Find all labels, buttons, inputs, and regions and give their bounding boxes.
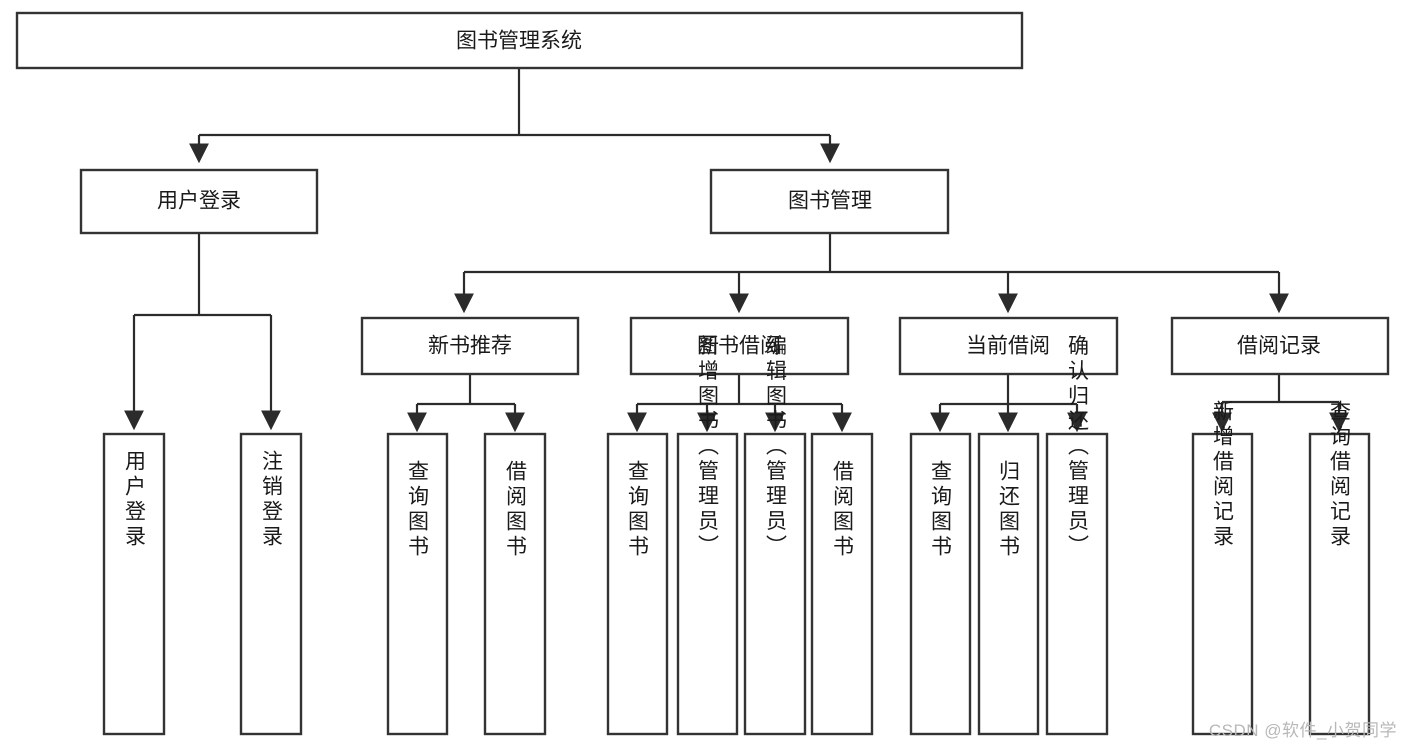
leaf-add-record[interactable]: 新增借阅记录: [1191, 400, 1254, 736]
leaf-query-book-3-label: 查询图书: [929, 460, 953, 560]
node-borrow-record[interactable]: 借阅记录: [1170, 316, 1390, 376]
leaf-query-book-3[interactable]: 查询图书: [909, 432, 972, 736]
leaf-return-book-label: 归还图书: [997, 460, 1021, 560]
leaf-user-logout-label: 注销登录: [260, 450, 284, 550]
node-root-box[interactable]: [15, 11, 1024, 70]
node-new-book-recommend-label: 新书推荐: [428, 335, 512, 358]
node-root-label: 图书管理系统: [456, 30, 582, 53]
node-user-login-label: 用户登录: [157, 190, 241, 213]
leaf-user-login-box[interactable]: [102, 432, 166, 736]
leaf-borrow-book-1-box[interactable]: [483, 432, 547, 736]
node-book-borrow-label: 图书借阅: [697, 335, 781, 358]
leaf-query-book-2[interactable]: 查询图书: [606, 432, 669, 736]
leaf-query-record-label: 查询借阅记录: [1328, 400, 1352, 550]
node-user-login[interactable]: 用户登录: [79, 168, 319, 235]
node-new-book-recommend-box[interactable]: [360, 316, 580, 376]
node-borrow-record-box[interactable]: [1170, 316, 1390, 376]
leaf-add-book-label: 新增图书（管理员）: [696, 335, 720, 560]
leaf-borrow-book-2-label: 借阅图书: [831, 460, 855, 560]
leaf-user-logout-box[interactable]: [239, 432, 303, 736]
leaf-borrow-book-2[interactable]: 借阅图书: [810, 432, 874, 736]
leaf-add-record-box[interactable]: [1191, 432, 1254, 736]
node-book-manage-box[interactable]: [709, 168, 950, 235]
leaf-edit-book[interactable]: 编辑图书（管理员）: [743, 335, 807, 736]
node-new-book-recommend[interactable]: 新书推荐: [360, 316, 580, 376]
edges-layer: [124, 68, 1349, 433]
node-current-borrow-label: 当前借阅: [966, 335, 1050, 358]
leaf-borrow-book-1-label: 借阅图书: [504, 460, 528, 560]
leaf-query-book-1-box[interactable]: [386, 432, 449, 736]
leaf-query-book-2-label: 查询图书: [626, 460, 650, 560]
node-borrow-record-label: 借阅记录: [1237, 335, 1321, 358]
leaf-return-book[interactable]: 归还图书: [977, 432, 1040, 736]
leaf-edit-book-box[interactable]: [743, 432, 807, 736]
leaf-query-record-box[interactable]: [1308, 432, 1371, 736]
leaf-confirm-return-box[interactable]: [1045, 432, 1109, 736]
leaf-borrow-book-2-box[interactable]: [810, 432, 874, 736]
node-book-borrow[interactable]: 图书借阅: [629, 316, 850, 376]
node-book-manage[interactable]: 图书管理: [709, 168, 950, 235]
leaf-confirm-return-label: 确认归还（管理员）: [1066, 335, 1090, 560]
node-current-borrow-box[interactable]: [898, 316, 1119, 376]
leaf-user-login[interactable]: 用户登录: [102, 432, 166, 736]
node-book-borrow-box[interactable]: [629, 316, 850, 376]
leaf-add-book[interactable]: 新增图书（管理员）: [676, 335, 739, 736]
leaf-query-book-1[interactable]: 查询图书: [386, 432, 449, 736]
leaf-query-record[interactable]: 查询借阅记录: [1308, 400, 1371, 736]
leaf-confirm-return[interactable]: 确认归还（管理员）: [1045, 335, 1109, 736]
node-root[interactable]: 图书管理系统: [15, 11, 1024, 70]
leaf-query-book-3-box[interactable]: [909, 432, 972, 736]
leaf-borrow-book-1[interactable]: 借阅图书: [483, 432, 547, 736]
leaf-return-book-box[interactable]: [977, 432, 1040, 736]
leaf-query-book-2-box[interactable]: [606, 432, 669, 736]
leaf-query-book-1-label: 查询图书: [406, 460, 430, 560]
node-book-manage-label: 图书管理: [788, 190, 872, 213]
leaf-user-login-label: 用户登录: [123, 450, 147, 550]
leaf-user-logout[interactable]: 注销登录: [239, 432, 303, 736]
leaf-add-record-label: 新增借阅记录: [1211, 400, 1235, 550]
leaf-edit-book-label: 编辑图书（管理员）: [764, 335, 788, 560]
node-current-borrow[interactable]: 当前借阅: [898, 316, 1119, 376]
node-user-login-box[interactable]: [79, 168, 319, 235]
leaf-add-book-box[interactable]: [676, 432, 739, 736]
csdn-watermark: CSDN @软件_小贺同学: [1208, 721, 1397, 740]
